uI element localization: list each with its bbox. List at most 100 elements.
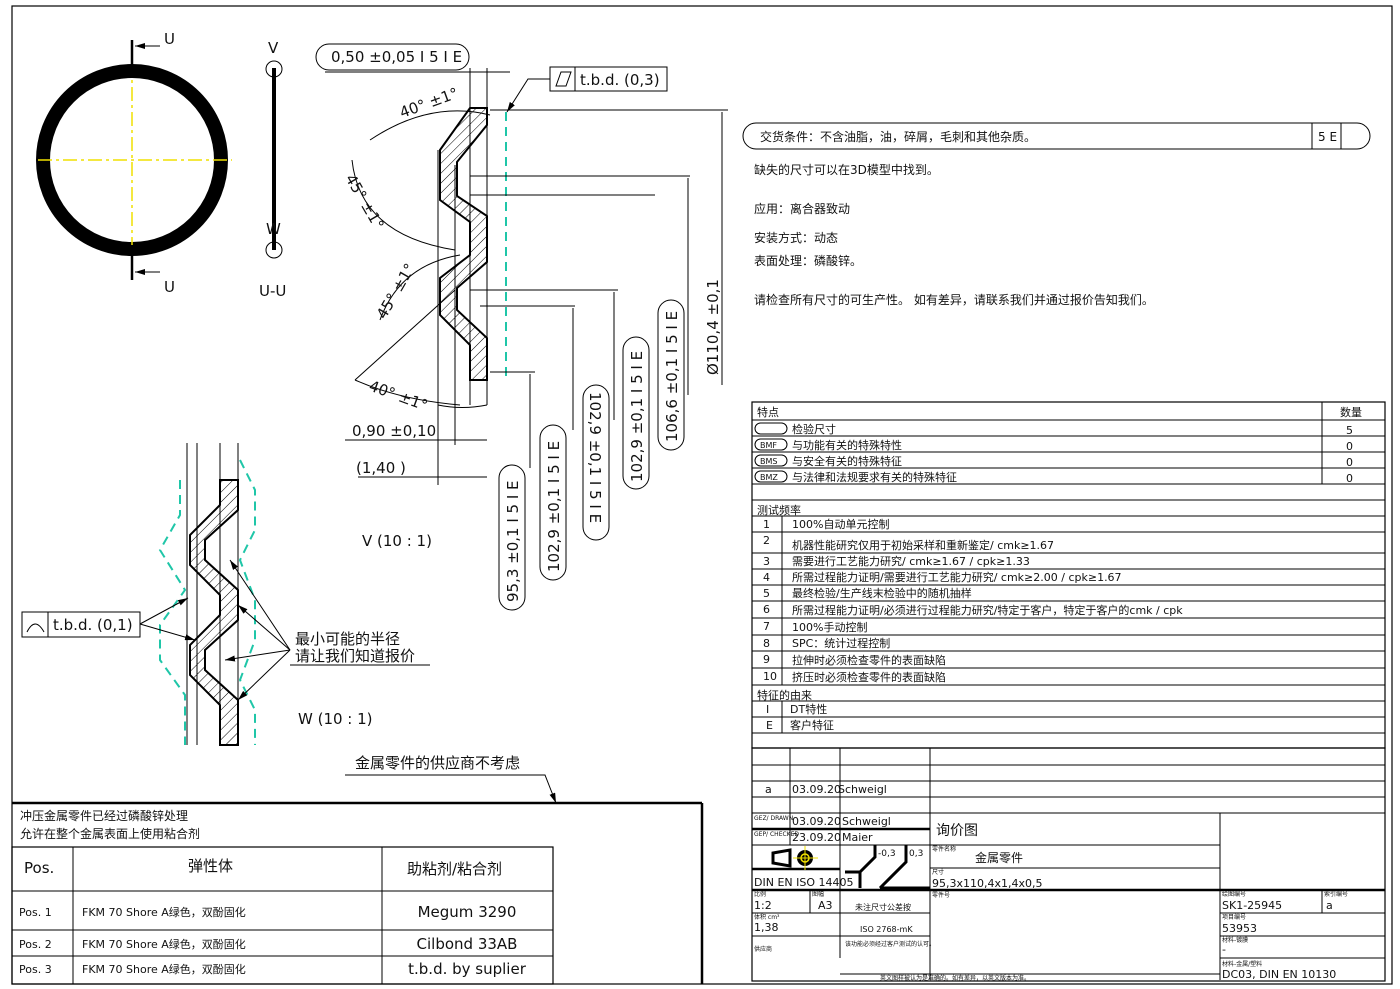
- min-radius-note-1: 最小可能的半径: [295, 630, 400, 648]
- profile-icon: [26, 623, 45, 633]
- frequency-number: 9: [763, 653, 770, 666]
- part-name: 金属零件: [975, 850, 1023, 865]
- material: DC03, DIN EN 10130: [1222, 968, 1336, 981]
- general-tol: ISO 2768-mK: [860, 925, 913, 934]
- checked-date: 23.09.20: [792, 831, 841, 844]
- tol-plus: 0,3: [909, 849, 923, 859]
- view-v-title: V (10 : 1): [362, 532, 432, 550]
- frequency-number: 8: [763, 637, 770, 650]
- delivery-condition: 交货条件：不含油脂，油，碎屑，毛刺和其他杂质。: [760, 129, 1036, 144]
- detail-v-view: 0,50 ±0,05 I 5 I E t.b.d. (0,3) 40° ±1° …: [315, 43, 728, 611]
- part-name-label: 零件名称: [932, 845, 956, 853]
- dim-102-9-a: 102,9 ±0,1 I 5 I E: [628, 351, 646, 482]
- detail-w-circle: [265, 241, 283, 259]
- rubber-thickness-dim: 0,90 ±0,10: [352, 422, 436, 440]
- adhesive-cell: t.b.d. by suplier: [408, 960, 527, 978]
- volume-label: 体积 cm³: [754, 913, 780, 921]
- frequency-text: 机器性能研究仅用于初始采样和重新鉴定/ cmk≥1.67: [792, 538, 1054, 552]
- frequency-header: 测试频率: [757, 503, 801, 517]
- scale-label: 比例: [754, 890, 766, 898]
- dim-95-3: 95,3 ±0,1 I 5 I E: [504, 480, 522, 602]
- pos-cell: Pos. 1: [19, 906, 52, 919]
- drawn-label: GEZ/ DRAWN: [754, 815, 793, 822]
- characteristic-symbol-icon: [754, 454, 788, 467]
- note-surface: 表面处理：磷酸锌。: [754, 253, 862, 268]
- section-mark-bottom: U: [164, 278, 175, 296]
- drawing-type: 询价图: [936, 823, 978, 839]
- origin-text: 客户特征: [790, 718, 834, 732]
- material-label: 材料-金属/塑料: [1222, 960, 1262, 968]
- origin-code: I: [766, 703, 769, 716]
- section-title: U-U: [259, 282, 286, 300]
- revision-date: 03.09.20: [792, 783, 841, 796]
- characteristics-header: 特点: [757, 405, 779, 419]
- header-elastomer: 弹性体: [188, 857, 233, 875]
- frequency-number: 5: [763, 587, 770, 600]
- materials-note-1: 冲压金属零件已经过磷酸锌处理: [20, 808, 188, 823]
- characteristic-label: 检验尺寸: [792, 422, 836, 436]
- detail-v-circle: [265, 60, 283, 78]
- header-pos: Pos.: [24, 859, 54, 877]
- qty-header: 数量: [1340, 406, 1362, 419]
- volume: 1,38: [754, 921, 779, 934]
- title-block: a 03.09.20 Schweigl GEZ/ DRAWN 03.09.20 …: [751, 747, 1386, 982]
- drawing-no-label: 绘图编号: [1222, 890, 1246, 898]
- index-label: 索引编号: [1324, 890, 1348, 898]
- drawn-date: 03.09.20: [792, 815, 841, 828]
- part-no-label: 零件号: [932, 891, 950, 899]
- elastomer-cell: FKM 70 Shore A绿色，双酚固化: [82, 905, 246, 919]
- general-tol-label: 未注尺寸公差按: [855, 902, 911, 912]
- characteristic-symbol: BMF: [760, 441, 777, 450]
- characteristic-symbol-icon: [754, 438, 788, 451]
- dim-106-6: 106,6 ±0,1 I 5 I E: [663, 311, 681, 442]
- detail-w-mark: W: [266, 220, 281, 238]
- elastomer-cell: FKM 70 Shore A绿色，双酚固化: [82, 962, 246, 976]
- total-thickness-dim: (1,40 ): [356, 459, 406, 477]
- detail-w-view: W (10 : 1) t.b.d. (0,1) 最小可能的半径 请让我们知道报价: [21, 443, 430, 746]
- characteristic-symbol-icon: [754, 470, 788, 483]
- characteristic-qty: 5: [1346, 424, 1353, 437]
- material-coating: -: [1222, 943, 1226, 956]
- frequency-text: 挤压时必须检查零件的表面缺陷: [792, 670, 946, 684]
- origin-code: E: [766, 719, 773, 732]
- materials-note-2: 允许在整个金属表面上使用粘合剂: [20, 826, 200, 841]
- characteristic-qty: 0: [1346, 456, 1353, 469]
- characteristic-symbol: BMZ: [760, 473, 778, 482]
- origin-text: DT特性: [790, 702, 827, 716]
- language-note: 英文图样被认为是准确的。如有差异，以英文版本为准。: [880, 974, 1030, 982]
- supplier-label: 供应商: [754, 945, 772, 953]
- section-mark-top: U: [164, 30, 175, 48]
- frequency-number: 10: [763, 670, 777, 683]
- frequency-text: 拉伸时必须检查零件的表面缺陷: [792, 653, 946, 667]
- delivery-condition-box: [742, 122, 1371, 150]
- characteristic-label: 与功能有关的特殊特性: [792, 438, 902, 452]
- tol-minus: -0,3: [878, 849, 896, 859]
- revision-name: Schweigl: [838, 783, 887, 796]
- pos-cell: Pos. 2: [19, 938, 52, 951]
- index: a: [1326, 899, 1333, 912]
- tolerance-symbol-icon: [845, 845, 930, 890]
- origin-header: 特征的由来: [757, 688, 812, 702]
- frequency-number: 1: [763, 518, 770, 531]
- checked-name: Maier: [842, 831, 873, 844]
- pos-cell: Pos. 3: [19, 963, 52, 976]
- frequency-text: 所需过程能力证明/需要进行工艺能力研究/ cmk≥2.00 / cpk≥1.67: [792, 570, 1122, 584]
- frequency-number: 6: [763, 603, 770, 616]
- thickness-dim: 0,50 ±0,05 I 5 I E: [331, 48, 462, 66]
- frequency-number: 7: [763, 620, 770, 633]
- projection-symbol-icon: [771, 846, 818, 870]
- frequency-number: 3: [763, 555, 770, 568]
- angle-bottom: 40° ±1°: [367, 377, 430, 415]
- characteristic-symbol-icon: [754, 422, 788, 435]
- section-u-u: V W U-U: [259, 39, 286, 300]
- frequency-text: 需要进行工艺能力研究/ cmk≥1.67 / cpk≥1.33: [792, 554, 1030, 568]
- revision-index: a: [765, 783, 772, 796]
- size-label: 尺寸: [932, 868, 944, 876]
- approval-note: 该功能必须经过客户测试的认可。: [845, 940, 935, 948]
- elastomer-cell: FKM 70 Shore A绿色，双酚固化: [82, 937, 246, 951]
- angle-upper: 45° ±1°: [342, 171, 388, 233]
- scale: 1:2: [754, 899, 772, 912]
- angle-lower: 45° ±1°: [373, 260, 419, 322]
- general-notes: 交货条件：不含油脂，油，碎屑，毛刺和其他杂质。 5 E 缺失的尺寸可以在3D模型…: [742, 122, 1371, 307]
